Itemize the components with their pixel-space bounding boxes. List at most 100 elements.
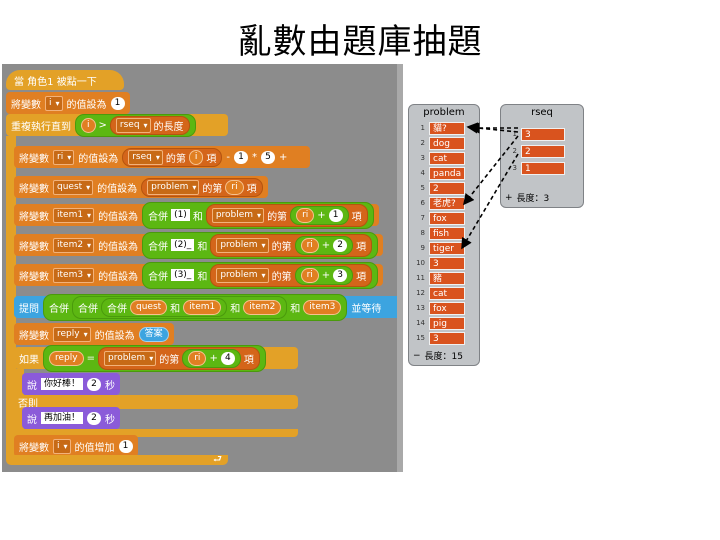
add-item-icon[interactable]: − (413, 350, 421, 361)
script-area[interactable]: 當 角色1 被點一下 將變數 i 的值設為 1 重複執行直到 i > rseq … (2, 64, 403, 472)
when-clicked-hat-block[interactable]: 當 角色1 被點一下 (6, 70, 124, 90)
list-cell[interactable]: cat (429, 286, 465, 300)
list-cell[interactable]: 老虎? (429, 196, 465, 210)
set-i-block[interactable]: 將變數 i 的值設為 1 (6, 92, 130, 114)
list-cell[interactable]: cat (429, 151, 465, 165)
text-input[interactable]: 你好棒！ (41, 378, 84, 390)
text-input[interactable]: (2)_ (171, 239, 195, 251)
add-operator[interactable]: ri + 2 (294, 235, 354, 255)
number-input[interactable]: 1 (328, 208, 343, 222)
list-cell[interactable]: 3 (429, 256, 465, 270)
text-input[interactable]: (1) (171, 209, 190, 221)
text-input[interactable]: (3)_ (171, 269, 195, 281)
variable-reporter[interactable]: reply (49, 350, 84, 366)
list-cell[interactable]: 3 (521, 127, 565, 141)
join-reporter[interactable]: 合併 合併 合併 quest 和 item1 和 item2 和 item3 (43, 293, 348, 321)
list-cell[interactable]: panda (429, 166, 465, 180)
number-input[interactable]: 5 (260, 150, 275, 164)
variable-reporter[interactable]: ri (300, 267, 319, 283)
list-cell[interactable]: 3 (429, 331, 465, 345)
list-item-reporter[interactable]: rseq 的第 i 項 (122, 147, 223, 167)
list-dropdown[interactable]: problem (103, 350, 157, 366)
set-item2-block[interactable]: 將變數 item2 的值設為 合併 (2)_ 和 problem 的第 ri +… (14, 231, 384, 259)
equals-operator[interactable]: reply = problem 的第 ri + 4 項 (43, 344, 266, 372)
variable-reporter[interactable]: ri (296, 207, 315, 223)
list-dropdown[interactable]: rseq (128, 149, 163, 165)
list-cell[interactable]: 2 (429, 181, 465, 195)
set-ri-block[interactable]: 將變數 ri 的值設為 rseq 的第 i 項 - 1 * 5 + (14, 146, 311, 168)
number-input[interactable]: 1 (233, 150, 248, 164)
greater-than-operator[interactable]: i > rseq 的長度 (75, 113, 196, 137)
list-dropdown[interactable]: problem (147, 179, 200, 195)
variable-dropdown[interactable]: item2 (53, 237, 95, 253)
list-cell[interactable]: 1 (521, 161, 565, 175)
variable-reporter[interactable]: item1 (183, 299, 222, 315)
join-reporter[interactable]: 合併 (2)_ 和 problem 的第 ri + 2 項 (142, 231, 379, 259)
list-cell[interactable]: pig (429, 316, 465, 330)
list-dropdown[interactable]: problem (216, 267, 269, 283)
variable-dropdown[interactable]: ri (53, 149, 75, 165)
number-input[interactable]: 4 (220, 351, 235, 365)
number-input[interactable]: 2 (87, 377, 102, 391)
list-cell[interactable]: fish (429, 226, 465, 240)
set-item3-block[interactable]: 將變數 item3 的值設為 合併 (3)_ 和 problem 的第 ri +… (14, 261, 384, 289)
variable-reporter[interactable]: item2 (243, 299, 282, 315)
join-reporter[interactable]: 合併 (3)_ 和 problem 的第 ri + 3 項 (142, 261, 379, 289)
answer-reporter[interactable]: 答案 (138, 326, 169, 342)
variable-dropdown[interactable]: i (53, 438, 71, 454)
list-item-reporter[interactable]: problem 的第 ri + 1 項 (205, 203, 368, 227)
variable-dropdown[interactable]: i (45, 95, 63, 111)
list-item-reporter[interactable]: problem 的第 ri + 3 項 (210, 263, 373, 287)
value-input[interactable]: 1 (110, 96, 125, 110)
list-dropdown[interactable]: problem (216, 237, 269, 253)
list-item-reporter[interactable]: problem 的第 ri + 4 項 (97, 346, 260, 370)
list-cell[interactable]: 貓? (429, 121, 465, 135)
join-reporter[interactable]: 合併 合併 quest 和 item1 和 item2 (72, 295, 288, 319)
variable-reporter[interactable]: i (81, 117, 96, 133)
list-cell[interactable]: fox (429, 301, 465, 315)
number-input[interactable]: 2 (333, 238, 348, 252)
add-operator[interactable]: ri + 4 (182, 348, 241, 368)
set-quest-block[interactable]: 將變數 quest 的值設為 problem 的第 ri 項 (14, 176, 268, 198)
join-reporter[interactable]: 合併 quest 和 item1 (101, 297, 228, 317)
variable-dropdown[interactable]: item3 (53, 267, 95, 283)
add-operator[interactable]: ri + 3 (294, 265, 354, 285)
ask-and-wait-block[interactable]: 提問 合併 合併 合併 quest 和 item1 和 item2 和 item… (14, 293, 403, 321)
variable-reporter[interactable]: ri (300, 237, 319, 253)
set-reply-block[interactable]: 將變數 reply 的值設為 答案 (14, 323, 174, 345)
set-item1-block[interactable]: 將變數 item1 的值設為 合併 (1) 和 problem 的第 ri + … (14, 201, 379, 229)
change-i-block[interactable]: 將變數 i 的值增加 1 (14, 435, 138, 457)
list-item-reporter[interactable]: problem 的第 ri + 2 項 (210, 233, 373, 257)
list-length-reporter[interactable]: rseq 的長度 (109, 115, 190, 135)
number-input[interactable]: 2 (87, 411, 102, 425)
list-cell[interactable]: dog (429, 136, 465, 150)
list-item-reporter[interactable]: problem 的第 ri 項 (141, 177, 263, 197)
variable-dropdown[interactable]: quest (53, 179, 94, 195)
list-cell[interactable]: 豬 (429, 271, 465, 285)
variable-reporter[interactable]: i (188, 149, 204, 165)
say-for-secs-block[interactable]: 說 再加油！ 2 秒 (22, 407, 121, 429)
if-else-block[interactable]: 如果 reply = problem 的第 ri + 4 項 (14, 344, 298, 372)
list-cell[interactable]: 2 (521, 144, 565, 158)
variable-reporter[interactable]: ri (225, 179, 244, 195)
add-item-icon[interactable]: + (505, 192, 513, 203)
say-for-secs-block[interactable]: 說 你好棒！ 2 秒 (22, 373, 121, 395)
number-input[interactable]: 3 (333, 268, 348, 282)
list-dropdown[interactable]: problem (211, 207, 265, 223)
